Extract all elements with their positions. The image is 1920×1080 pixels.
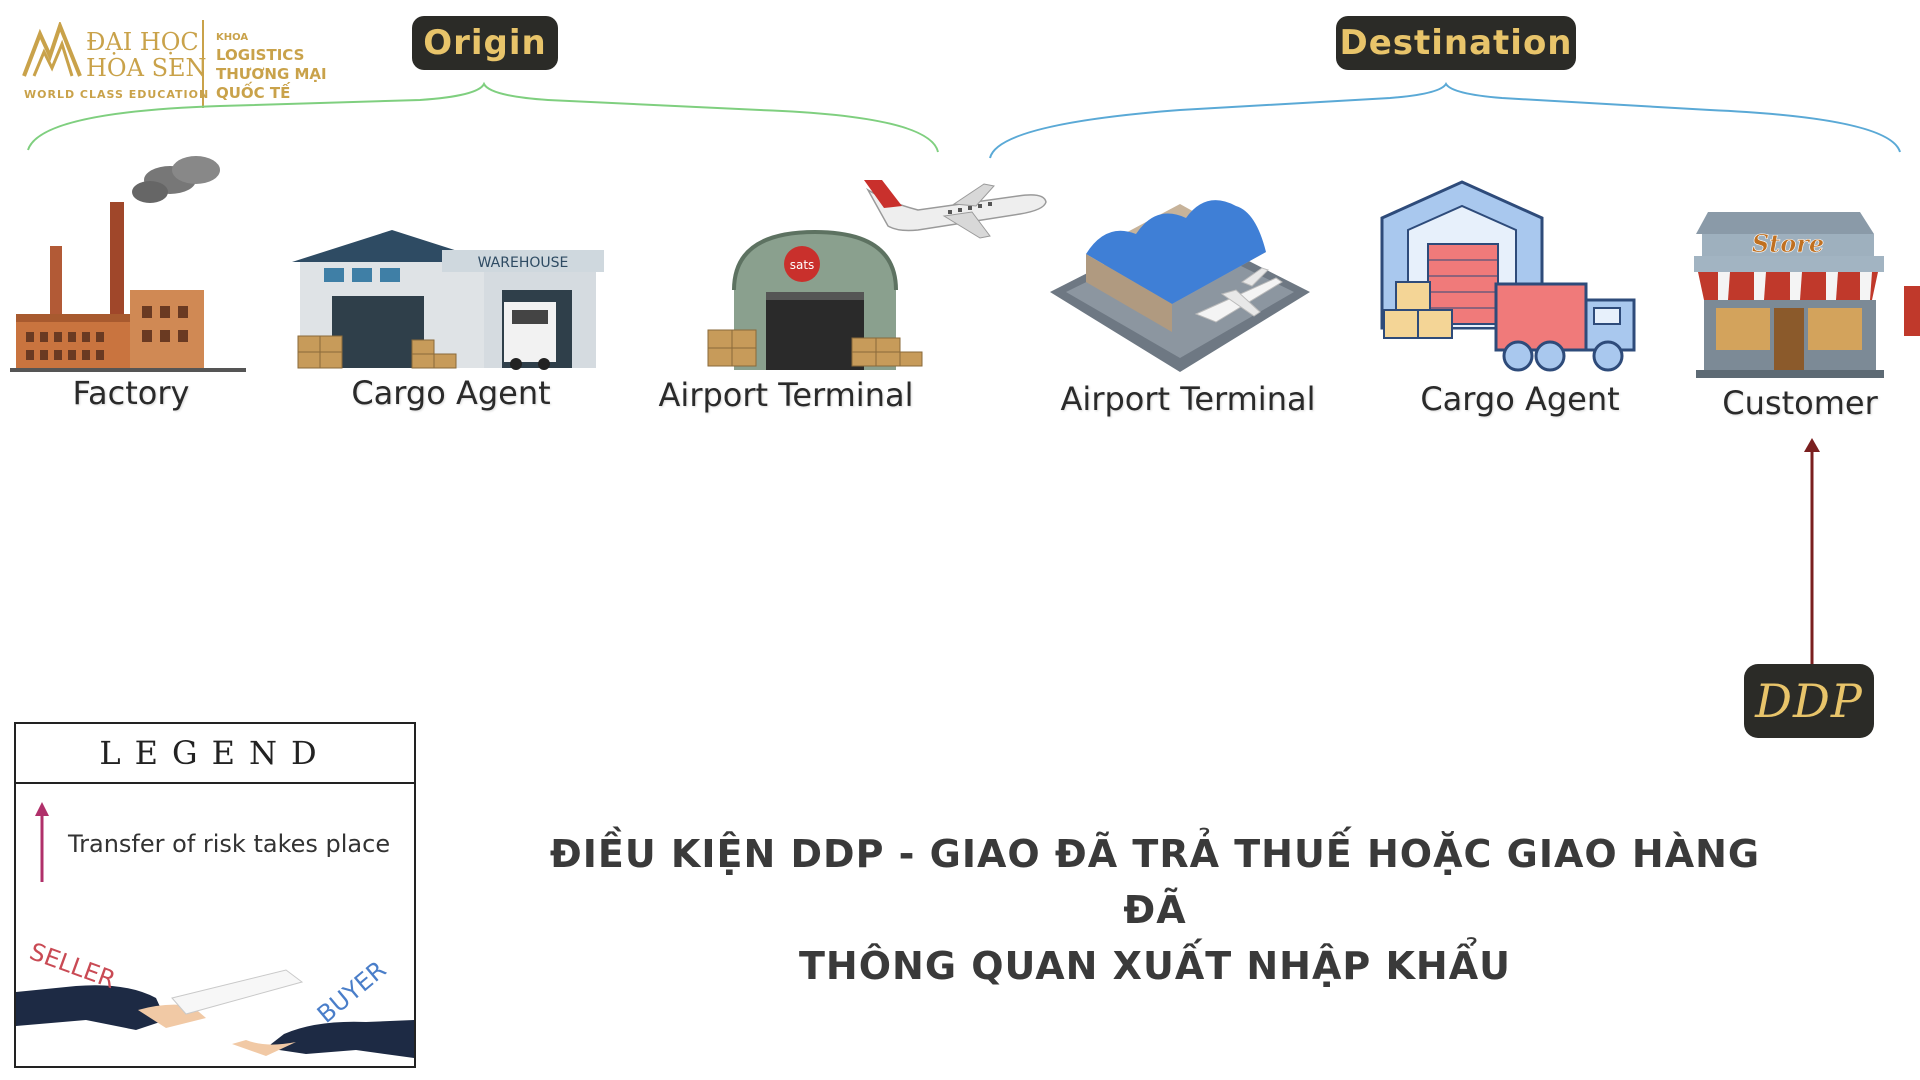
mountain-logo-icon	[22, 22, 82, 77]
logo-divider	[202, 20, 204, 108]
node-customer-label: Customer	[1722, 384, 1878, 422]
cargo-agent-destination-icon	[1380, 180, 1636, 372]
logo-side-line4: QUỐC TẾ	[216, 84, 291, 102]
node-factory-label: Factory	[72, 374, 190, 412]
node-origin-cargo-agent-label: Cargo Agent	[351, 374, 551, 412]
destination-label: Destination	[1336, 16, 1576, 70]
legend-arrow-icon	[35, 802, 49, 882]
terminal-sign-text: sats	[790, 258, 815, 272]
slide-caption: ĐIỀU KIỆN DDP - GIAO ĐÃ TRẢ THUẾ HOẶC GI…	[520, 826, 1790, 994]
airport-terminal-destination-icon	[1050, 200, 1310, 372]
legend: LEGEND Transfer of risk takes place SELL…	[14, 722, 416, 1068]
airplane-icon	[864, 180, 1047, 239]
handshake-icon: SELLER BUYER	[16, 937, 414, 1058]
risk-transfer-arrow	[1804, 438, 1820, 666]
destination-brace	[989, 82, 1901, 159]
caption-line2: THÔNG QUAN XUẤT NHẬP KHẨU	[798, 944, 1511, 988]
ddp-marker: DDP	[1744, 664, 1874, 738]
node-dest-airport-terminal-label: Airport Terminal	[1060, 380, 1316, 418]
legend-arrow-text: Transfer of risk takes place	[68, 830, 391, 858]
logo-tagline: WORLD CLASS EDUCATION	[24, 88, 210, 101]
seller-label: SELLER	[26, 937, 119, 994]
origin-brace	[27, 81, 939, 153]
caption-line1: ĐIỀU KIỆN DDP - GIAO ĐÃ TRẢ THUẾ HOẶC GI…	[549, 832, 1761, 932]
airport-terminal-origin-icon: sats	[707, 229, 923, 370]
node-dest-cargo-agent-label: Cargo Agent	[1420, 380, 1620, 418]
origin-label: Origin	[412, 16, 558, 70]
warehouse-icon: WAREHOUSE	[292, 230, 604, 370]
factory-icon	[10, 156, 246, 372]
logo-name-line2: HOA SEN	[86, 54, 207, 82]
university-logo: ĐẠI HỌC HOA SEN WORLD CLASS EDUCATION KH…	[22, 18, 332, 110]
logo-side-line2: LOGISTICS	[216, 46, 305, 64]
buyer-label: BUYER	[312, 955, 392, 1028]
logo-name-line1: ĐẠI HỌC	[86, 28, 199, 56]
logo-side-line1: KHOA	[216, 32, 249, 43]
logo-side-line3: THƯƠNG MẠI	[216, 65, 327, 83]
store-icon: Store	[1694, 212, 1920, 378]
group-braces	[27, 81, 1901, 159]
node-origin-airport-terminal-label: Airport Terminal	[658, 376, 914, 414]
store-sign-text: Store	[1752, 229, 1824, 258]
legend-title: LEGEND	[16, 724, 414, 784]
warehouse-sign-text: WAREHOUSE	[478, 255, 569, 271]
